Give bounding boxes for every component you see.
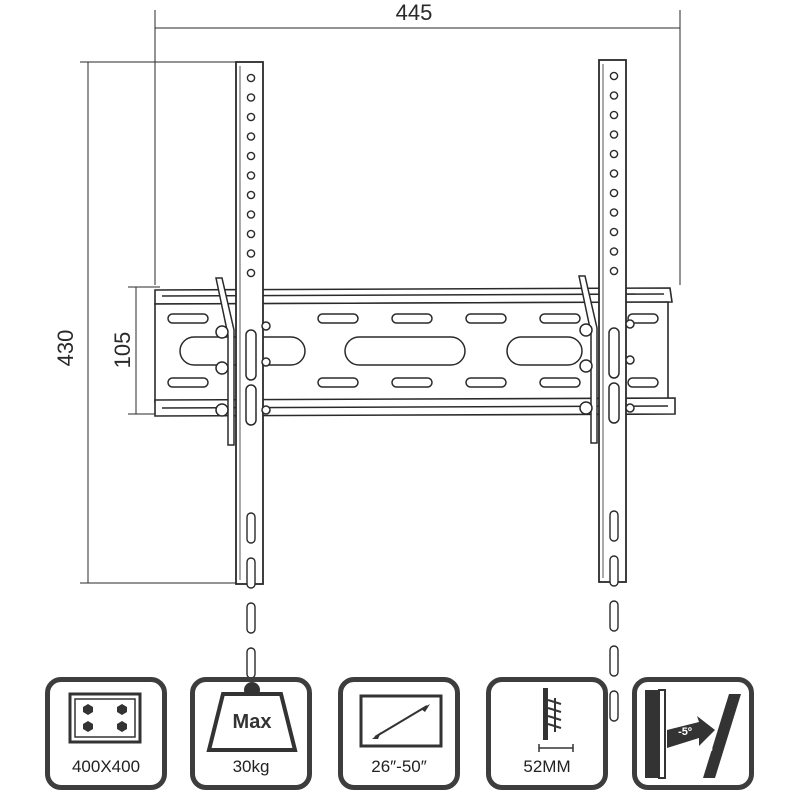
bracket-hole	[246, 73, 256, 83]
plate-large-slot	[506, 336, 583, 366]
plate-slot	[391, 313, 433, 324]
bracket-hole	[246, 210, 256, 219]
left-hook-assembly	[215, 277, 271, 446]
weight-max-badge: Max	[233, 711, 272, 733]
rail-spacing-dimension-label: 105	[110, 332, 135, 369]
spec-profile-box: 52MM	[486, 677, 608, 790]
spec-load-box: Max 30kg	[190, 677, 312, 790]
bracket-hole	[609, 91, 619, 100]
bracket-hole	[609, 169, 619, 178]
dimension-lines	[80, 10, 681, 584]
plate-slot	[167, 377, 209, 388]
spec-vesa-box: 400X400	[45, 677, 167, 790]
plate-slot	[539, 313, 581, 324]
bracket-hole	[609, 71, 619, 81]
bracket-hole	[246, 171, 256, 180]
tilt-icon: -5º 15º	[645, 689, 741, 779]
bracket-hole	[609, 188, 619, 198]
plate-slot	[317, 377, 359, 388]
bracket-hole	[246, 151, 256, 161]
bracket-slot	[246, 647, 256, 679]
plate-slot	[465, 313, 507, 324]
bracket-hole	[609, 227, 619, 237]
bracket-hole	[609, 130, 619, 139]
plate-slot	[391, 377, 433, 388]
bracket-hole	[246, 132, 256, 141]
spec-tilt-box: -5º 15º	[632, 677, 754, 790]
spec-load-label: 30kg	[232, 757, 270, 776]
bracket-slot	[246, 557, 256, 589]
tilt-up-label: -5º	[678, 726, 692, 738]
bracket-slot	[609, 555, 619, 587]
height-dimension-label: 430	[53, 330, 78, 367]
right-hook-assembly	[578, 275, 635, 444]
vesa-pattern-icon	[68, 692, 142, 744]
plate-slot	[627, 377, 659, 388]
bracket-slot	[246, 602, 256, 634]
bracket-slot	[609, 510, 619, 542]
right-bracket-holes	[609, 71, 619, 722]
bracket-hole	[609, 208, 619, 217]
bracket-hole	[246, 93, 256, 102]
plate-slot	[167, 313, 209, 324]
bracket-hole	[246, 190, 256, 200]
bracket-hole	[609, 266, 619, 276]
bracket-hole	[609, 149, 619, 159]
bracket-hole	[609, 247, 619, 256]
bracket-hole	[246, 249, 256, 258]
spec-screen-box: 26″-50″	[338, 677, 460, 790]
bracket-slot	[609, 645, 619, 677]
bracket-hole	[246, 268, 256, 278]
plate-slot	[539, 377, 581, 388]
bracket-hole	[246, 112, 256, 122]
weight-icon: Max	[206, 682, 298, 752]
bracket-slot	[609, 690, 619, 722]
bracket-slot	[246, 512, 256, 544]
tilt-down-label: 15º	[693, 744, 712, 759]
bracket-hole	[246, 229, 256, 239]
spec-profile-label: 52MM	[523, 757, 571, 776]
bracket-slot	[609, 600, 619, 632]
plate-slot	[317, 313, 359, 324]
plate-slot	[627, 313, 659, 324]
width-dimension-label: 445	[396, 0, 433, 25]
wall-profile-icon	[538, 688, 574, 752]
spec-screen-label: 26″-50″	[371, 757, 427, 776]
spec-vesa-label: 400X400	[71, 757, 141, 776]
plate-large-slot	[344, 336, 466, 366]
right-bracket	[598, 59, 627, 722]
bracket-hole	[609, 110, 619, 120]
plate-slot	[465, 377, 507, 388]
screen-size-icon	[359, 694, 443, 748]
